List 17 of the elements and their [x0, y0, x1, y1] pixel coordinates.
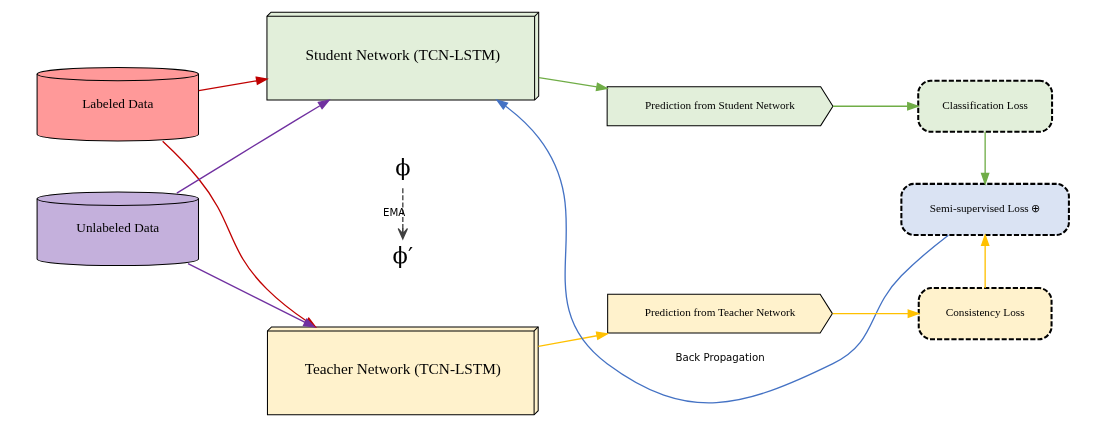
node-box: Consistency Loss	[917, 287, 1053, 341]
node-box: Classification Loss	[916, 79, 1053, 133]
edge-label: Back Propagation	[674, 351, 765, 363]
node-text: ϕ′	[392, 242, 413, 269]
arrow	[831, 309, 920, 319]
arrow	[831, 101, 920, 111]
arrow	[397, 187, 408, 240]
arrow	[175, 99, 331, 194]
arrow	[980, 233, 990, 289]
arrow	[494, 98, 949, 404]
arrow	[980, 131, 990, 186]
node-text: ϕ	[394, 154, 410, 181]
arrow	[197, 76, 269, 92]
edge-label: EMA	[382, 207, 405, 219]
node-box: Semi-supervised Loss ⊕	[899, 182, 1070, 236]
arrow	[537, 76, 609, 92]
arrow	[537, 331, 609, 348]
